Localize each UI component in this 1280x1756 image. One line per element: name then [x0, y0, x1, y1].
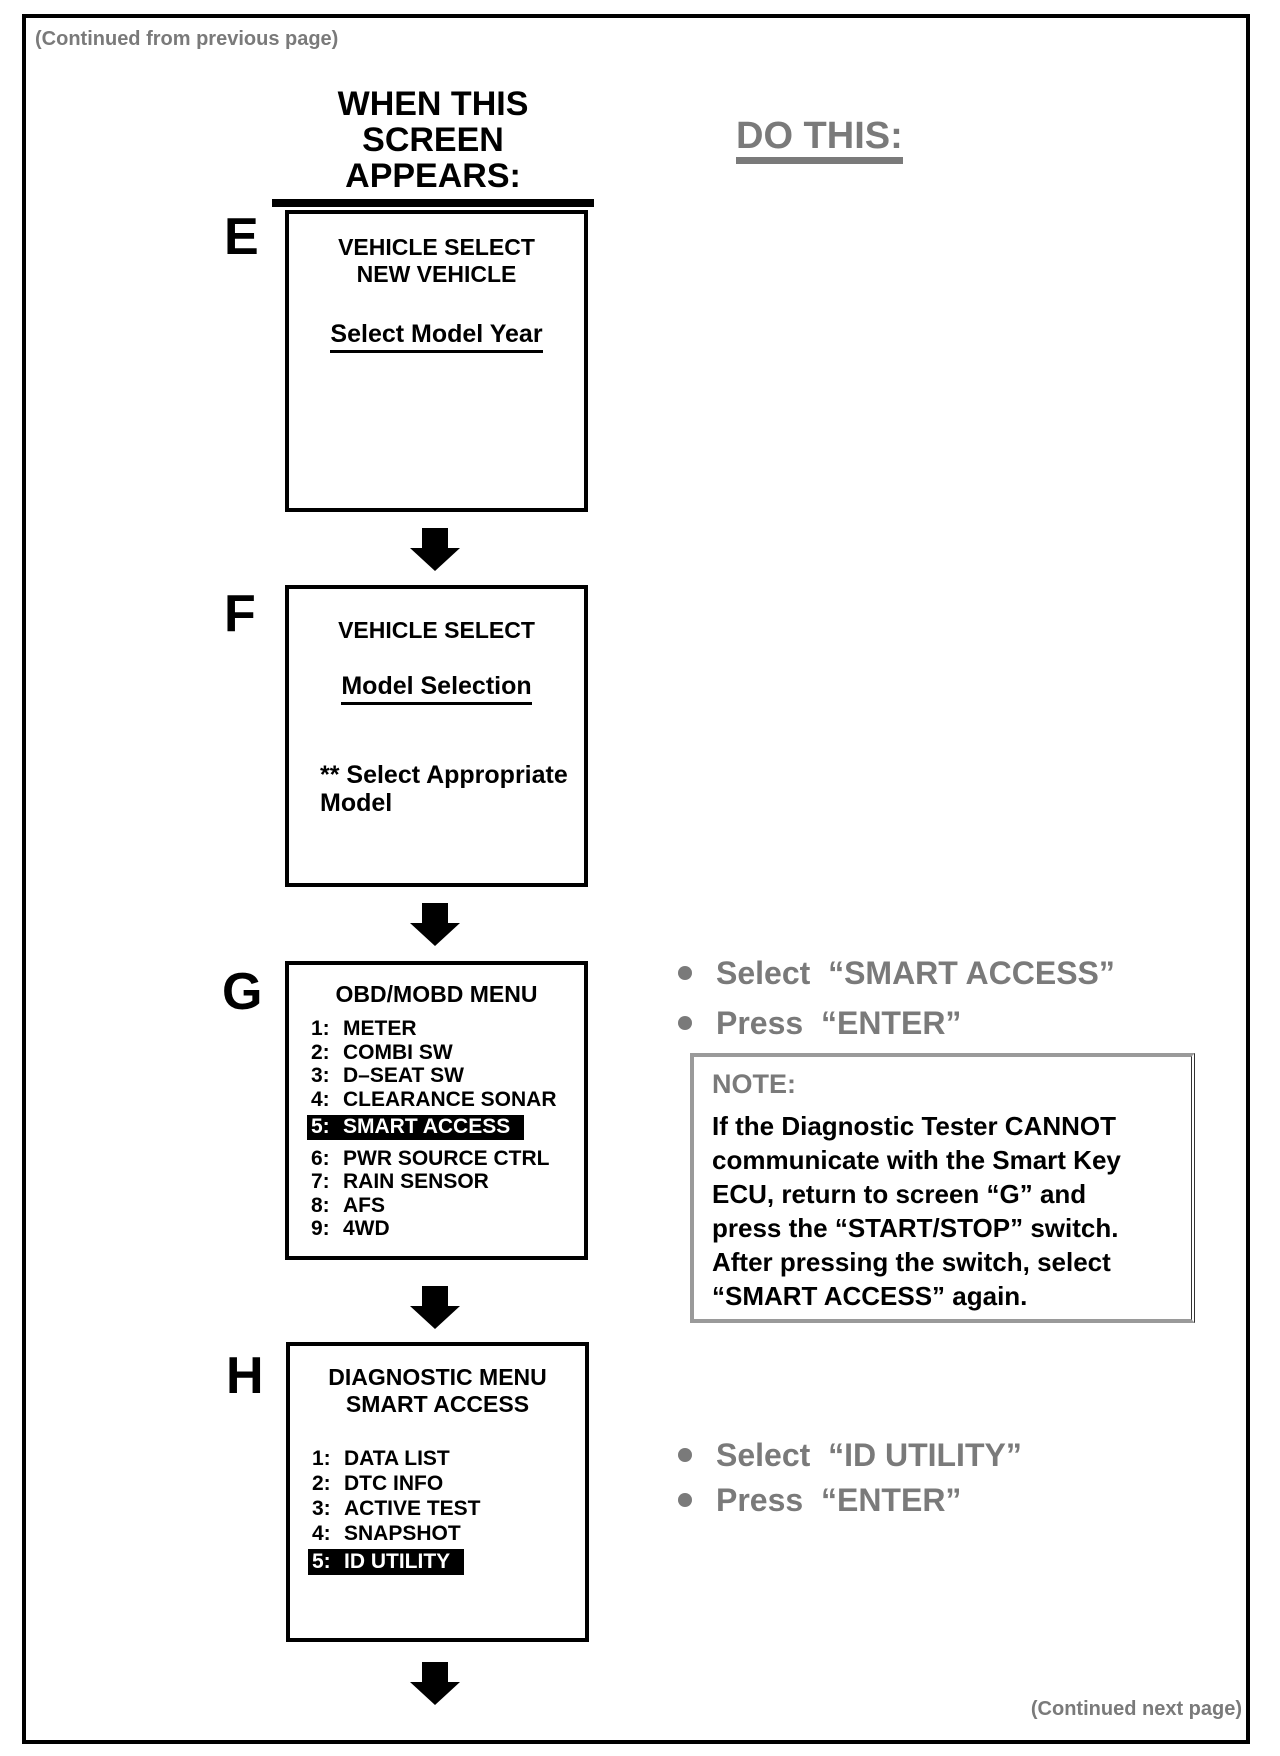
step-letter-g: G	[222, 963, 263, 1021]
bullet-icon	[678, 1493, 692, 1507]
note-line: After pressing the switch, select	[712, 1247, 1111, 1277]
menu-item-highlighted: 5:SMART ACCESS	[307, 1115, 525, 1140]
do-this-header: DO THIS:	[736, 116, 903, 164]
menu-item: 3:ACTIVE TEST	[312, 1497, 481, 1520]
when-this-screen-header: WHEN THIS SCREEN APPEARS:	[272, 86, 594, 207]
screen-h-title-line1: DIAGNOSTIC MENU	[328, 1364, 547, 1390]
screen-g-title: OBD/MOBD MENU	[335, 981, 538, 1007]
note-line: If the Diagnostic Tester CANNOT	[712, 1111, 1117, 1141]
menu-item: 4:SNAPSHOT	[312, 1522, 461, 1545]
menu-item: 7:RAIN SENSOR	[311, 1170, 489, 1193]
continued-next-text: (Continued next page)	[1030, 1698, 1242, 1720]
instruction-text: Select “SMART ACCESS”	[716, 955, 1115, 991]
bullet-icon	[678, 1016, 692, 1030]
note-label: NOTE:	[712, 1069, 796, 1099]
screen-box-h: DIAGNOSTIC MENU SMART ACCESS 1:DATA LIST…	[286, 1342, 589, 1642]
step-letter-e: E	[224, 208, 259, 266]
menu-item: 2:COMBI SW	[311, 1040, 453, 1064]
screen-box-e: VEHICLE SELECT NEW VEHICLE Select Model …	[285, 210, 588, 512]
select-model-year-link: Select Model Year	[330, 320, 543, 353]
note-line: press the “START/STOP” switch.	[712, 1213, 1119, 1243]
bullet-icon	[678, 1448, 692, 1462]
screen-e-title-line1: VEHICLE SELECT	[338, 234, 535, 260]
screen-f-title: VEHICLE SELECT	[338, 617, 535, 643]
note-line: communicate with the Smart Key	[712, 1145, 1121, 1175]
instruction-line: Select “SMART ACCESS”	[678, 954, 1115, 992]
instruction-text: Press “ENTER”	[716, 1482, 962, 1518]
down-arrow-icon	[410, 1286, 460, 1329]
when-this-line2: SCREEN APPEARS:	[345, 121, 521, 195]
menu-item: 4:CLEARANCE SONAR	[311, 1087, 557, 1111]
bullet-icon	[678, 966, 692, 980]
menu-item: 3:D–SEAT SW	[311, 1064, 464, 1087]
page-border-frame	[22, 14, 1250, 1744]
screen-f-note-line1: ** Select Appropriate	[320, 761, 568, 789]
down-arrow-icon	[410, 903, 460, 946]
menu-item: 8:AFS	[311, 1193, 385, 1217]
down-arrow-icon	[410, 528, 460, 571]
instruction-line: Press “ENTER”	[678, 1481, 961, 1519]
note-box: NOTE: If the Diagnostic Tester CANNOT co…	[690, 1053, 1195, 1323]
note-line: ECU, return to screen “G” and	[712, 1179, 1087, 1209]
note-line: “SMART ACCESS” again.	[712, 1281, 1028, 1311]
screen-box-f: VEHICLE SELECT Model Selection ** Select…	[285, 585, 588, 887]
instruction-line: Select “ID UTILITY”	[678, 1436, 1022, 1474]
down-arrow-icon	[410, 1662, 460, 1705]
menu-item: 1:METER	[311, 1017, 417, 1040]
continued-from-text: (Continued from previous page)	[35, 28, 339, 50]
model-selection-link: Model Selection	[341, 672, 532, 705]
menu-item: 6:PWR SOURCE CTRL	[311, 1146, 550, 1170]
screen-box-g: OBD/MOBD MENU 1:METER 2:COMBI SW 3:D–SEA…	[285, 961, 588, 1260]
when-this-line1: WHEN THIS	[337, 85, 529, 123]
screen-h-title-line2: SMART ACCESS	[345, 1391, 530, 1417]
instruction-text: Press “ENTER”	[716, 1005, 962, 1041]
screen-f-note-line2: Model	[320, 789, 393, 817]
menu-item: 1:DATA LIST	[312, 1447, 450, 1470]
menu-item: 9:4WD	[311, 1217, 390, 1240]
step-letter-h: H	[226, 1347, 264, 1405]
menu-item-highlighted: 5:ID UTILITY	[308, 1549, 465, 1575]
step-letter-f: F	[224, 585, 256, 643]
instruction-line: Press “ENTER”	[678, 1004, 961, 1042]
menu-item: 2:DTC INFO	[312, 1472, 444, 1495]
screen-e-title-line2: NEW VEHICLE	[356, 261, 517, 287]
instruction-text: Select “ID UTILITY”	[716, 1437, 1022, 1473]
